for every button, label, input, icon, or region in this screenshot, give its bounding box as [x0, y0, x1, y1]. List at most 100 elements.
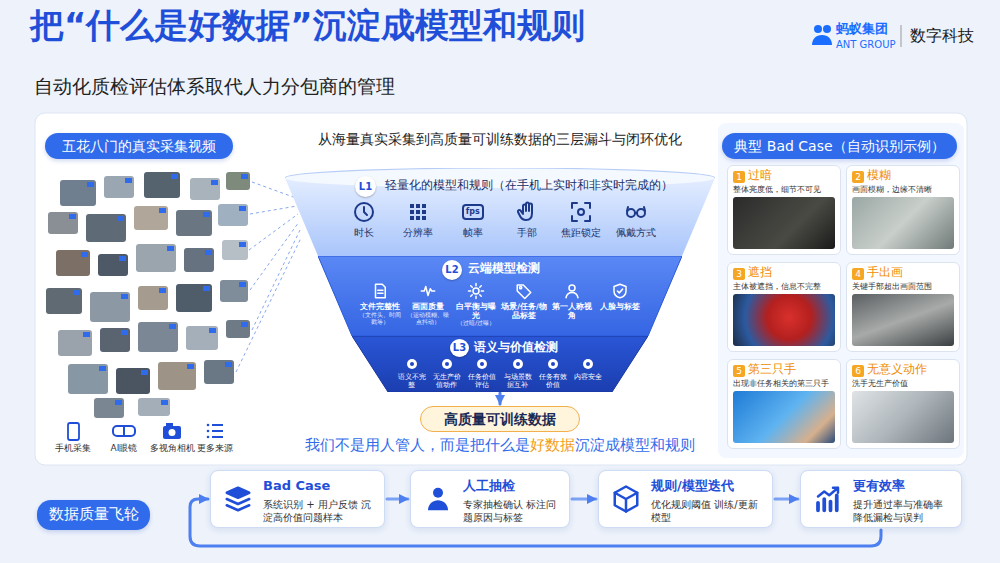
step-description: 专家抽检确认 标注问题原因与标签: [463, 498, 563, 524]
drawn-shape: [407, 359, 417, 369]
drawn-shape: [69, 214, 76, 219]
glyph-path: [376, 284, 386, 298]
item-column: 时长: [337, 200, 391, 239]
item-icon: fps: [461, 200, 485, 224]
glyph-path: [812, 35, 832, 45]
drawn-shape: [513, 359, 523, 369]
item-icon: [476, 358, 488, 370]
glyph-path: [617, 289, 622, 293]
item-icon: [512, 358, 524, 370]
drawn-shape: [212, 425, 223, 437]
glyph-path: [469, 284, 484, 299]
item-label: 帧率: [463, 227, 483, 239]
logo-divider: [901, 25, 902, 47]
item-label: （运动模糊、噪点抖动）: [405, 312, 451, 326]
drawn-shape: [207, 430, 210, 433]
drawn-shape: [207, 424, 210, 439]
card-title: 无意义动作: [867, 363, 927, 377]
drawn-shape: [159, 208, 166, 213]
callout-number: 2: [852, 171, 864, 183]
drawn-shape: [212, 424, 223, 426]
drawn-shape: [445, 362, 449, 366]
card-title: 遮挡: [748, 266, 772, 280]
glyph-path: [250, 222, 299, 290]
item-icon: [406, 200, 430, 224]
drawn-shape: [578, 209, 584, 215]
statement-text: 我们不是用人管人，而是把什么是: [305, 436, 530, 454]
drawn-shape: [161, 400, 168, 405]
drawn-shape: [115, 400, 122, 405]
item-icon: [467, 282, 485, 300]
drawn-shape: [134, 206, 168, 230]
funnel-rim-edge: [285, 168, 715, 178]
card-title: 过暗: [748, 169, 772, 183]
drawn-shape: [355, 203, 373, 221]
icon-glyph: [611, 484, 641, 514]
glyph-path: [566, 293, 578, 298]
drawn-shape: [169, 429, 176, 436]
drawn-shape: [99, 366, 106, 371]
level-badge: L3: [450, 339, 469, 357]
item-label: 焦距锁定: [561, 227, 601, 239]
badge-text: L3: [453, 342, 466, 354]
drawn-shape: [241, 174, 248, 179]
drawn-shape: [117, 216, 124, 221]
drawn-shape: [212, 436, 223, 438]
bad-case-card: 5第三只手出现非任务相关的第三只手: [727, 359, 841, 449]
card-description: 洗手无生产价值: [852, 379, 955, 388]
item-icon: [624, 200, 648, 224]
flow-arrow: [499, 393, 502, 404]
item-label: 手部: [517, 227, 537, 239]
item-column: 任务有效价值: [535, 358, 570, 389]
item-column: 画面质量（运动模糊、噪点抖动）: [404, 282, 452, 327]
drawn-shape: [239, 282, 246, 287]
card-title: 手出画: [867, 266, 903, 280]
flow-arrow: [387, 498, 408, 501]
drawn-shape: [167, 246, 174, 251]
item-label: 分辨率: [403, 227, 433, 239]
drawn-shape: [100, 328, 130, 352]
drawn-shape: [176, 210, 212, 236]
step-description: 优化规则阈值 训练/更新模型: [651, 498, 766, 524]
glyph-path: [410, 204, 426, 220]
drawn-shape: [48, 212, 78, 234]
item-row: 文件完整性（文件头、时间戳等）画面质量（运动模糊、噪点抖动）白平衡与曝光（过暗/…: [356, 282, 644, 327]
item-column: 文件完整性（文件头、时间戳等）: [356, 282, 404, 327]
drawn-shape: [60, 180, 96, 206]
item-label: 时长: [354, 227, 374, 239]
drawn-shape: [68, 423, 79, 440]
drawn-shape: [239, 242, 246, 247]
bad-case-card: 3遮挡主体被遮挡，信息不完整: [727, 262, 841, 352]
glyph-path: [250, 206, 297, 214]
funnel-layer: 语义与价值检测语义不完整无生产价值动作任务价值评估与场景数据互补任务有效价值内容…: [352, 336, 648, 392]
item-label: 任务有效价值: [536, 373, 569, 389]
icon-glyph: [515, 282, 533, 300]
drawn-shape: [159, 288, 166, 293]
drawn-shape: [204, 360, 234, 384]
item-icon: [371, 282, 389, 300]
drawn-shape: [442, 359, 452, 369]
item-label: 与场景数据互补: [501, 373, 534, 389]
item-icon: [515, 282, 533, 300]
flow-arrow: [572, 498, 596, 501]
label-pill: 五花八门的真实采集视频: [45, 133, 233, 159]
item-label: 文件完整性: [360, 303, 400, 312]
glyph-path: [236, 238, 301, 372]
level-badge: L2: [442, 260, 462, 280]
glyph-path: [517, 285, 531, 299]
step-icon: [813, 484, 843, 514]
item-column: 场景/任务/物品标签: [500, 282, 548, 327]
label-text: 手机采集: [48, 443, 98, 453]
example-photo: [852, 197, 954, 249]
layer-heading: 轻量化的模型和规则（在手机上实时和非实时完成的）: [385, 179, 673, 192]
callout-number: 4: [852, 268, 864, 280]
icon-glyph: [223, 484, 253, 514]
layer-heading: 语义与价值检测: [474, 341, 558, 355]
main-panel: [35, 113, 967, 465]
icon-glyph: [569, 200, 593, 224]
item-column: 任务价值评估: [465, 358, 500, 389]
card-description: 关键手部超出画面范围: [852, 282, 955, 291]
drawn-shape: [163, 426, 181, 439]
drawn-shape: [98, 254, 128, 276]
